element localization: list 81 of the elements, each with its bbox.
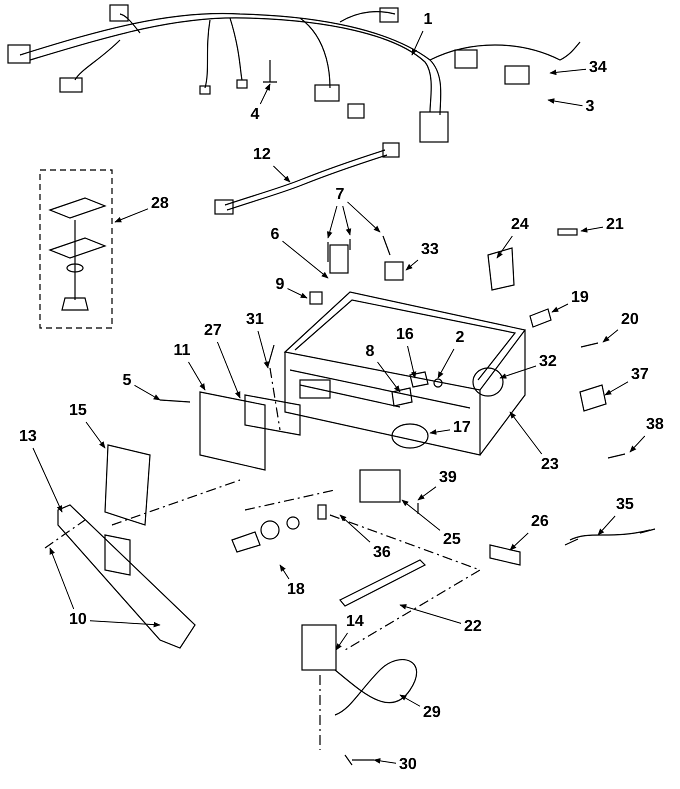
callout-number: 14: [345, 613, 365, 631]
leader-line: [336, 632, 348, 651]
callout-number: 36: [372, 544, 392, 562]
leader-line: [602, 329, 618, 342]
callout-number: 31: [245, 311, 265, 329]
callout-number: 32: [538, 353, 558, 371]
leader-line: [114, 208, 148, 222]
leader-line: [90, 620, 161, 628]
callout-number: 23: [540, 456, 560, 474]
leader-line: [257, 330, 270, 369]
callout-number: 39: [438, 469, 458, 487]
callout-number: 6: [270, 226, 280, 244]
callout-number: 37: [630, 366, 650, 384]
leader-line: [260, 83, 270, 104]
callout-number: 5: [122, 372, 132, 390]
callout-number: 26: [530, 513, 550, 531]
leader-line: [216, 342, 240, 399]
leader-line: [399, 604, 462, 624]
callout-number: 19: [570, 289, 590, 307]
leader-line: [287, 288, 308, 298]
leader-line: [280, 564, 290, 580]
callout-number: 18: [286, 581, 306, 599]
leader-line: [50, 547, 74, 610]
leader-line: [272, 166, 290, 182]
callout-number: 15: [68, 402, 88, 420]
leader-line: [510, 411, 542, 454]
callout-number: 16: [395, 326, 415, 344]
leader-line: [438, 348, 454, 379]
leader-line: [549, 68, 586, 76]
callout-number: 21: [605, 216, 625, 234]
callout-number: 11: [172, 342, 192, 360]
leader-line: [327, 206, 338, 239]
callout-number: 8: [364, 343, 376, 361]
leader-line: [499, 366, 536, 379]
leader-line: [86, 422, 106, 449]
leader-line: [342, 206, 352, 236]
leader-line: [551, 304, 568, 312]
callout-number: 28: [150, 195, 170, 213]
callout-number: 35: [615, 496, 635, 514]
leader-line: [547, 98, 583, 106]
callout-number: 30: [398, 756, 418, 774]
leader-line: [32, 448, 62, 513]
leader-line: [604, 381, 628, 396]
callout-number: 12: [252, 146, 272, 164]
callout-number: 10: [68, 611, 88, 629]
callout-number: 13: [18, 428, 38, 446]
leader-line: [405, 260, 418, 270]
callout-number: 9: [274, 276, 286, 294]
leader-line: [630, 436, 646, 453]
leader-line: [407, 346, 416, 379]
leader-line: [401, 500, 440, 531]
callout-number: 17: [452, 419, 472, 437]
leader-line: [399, 694, 420, 707]
leader-line: [282, 240, 329, 278]
callout-number: 38: [645, 416, 665, 434]
leader-line: [188, 362, 206, 391]
callout-number: 33: [420, 241, 440, 259]
leader-line: [373, 758, 396, 764]
leader-line: [429, 429, 450, 435]
callout-number: 29: [422, 704, 442, 722]
leader-line: [598, 516, 616, 536]
callout-number: 2: [454, 329, 466, 347]
callout-number: 3: [584, 98, 596, 116]
leader-line: [134, 384, 161, 400]
leader-line: [347, 201, 381, 232]
leader-line: [510, 532, 529, 550]
callout-number: 4: [250, 106, 260, 124]
callout-number: 34: [588, 59, 608, 77]
callout-number: 22: [463, 618, 483, 636]
callout-number: 1: [422, 11, 434, 29]
callout-number: 25: [442, 531, 462, 549]
callout-number: 20: [620, 311, 640, 329]
leader-line: [496, 236, 513, 259]
leader-line: [417, 486, 436, 500]
leader-line: [377, 362, 400, 393]
leader-line: [339, 514, 370, 543]
leader-line: [412, 30, 424, 56]
callout-number: 27: [203, 322, 223, 340]
callout-number: 24: [510, 216, 530, 234]
leader-line: [580, 226, 604, 233]
callout-number: 7: [334, 186, 346, 204]
